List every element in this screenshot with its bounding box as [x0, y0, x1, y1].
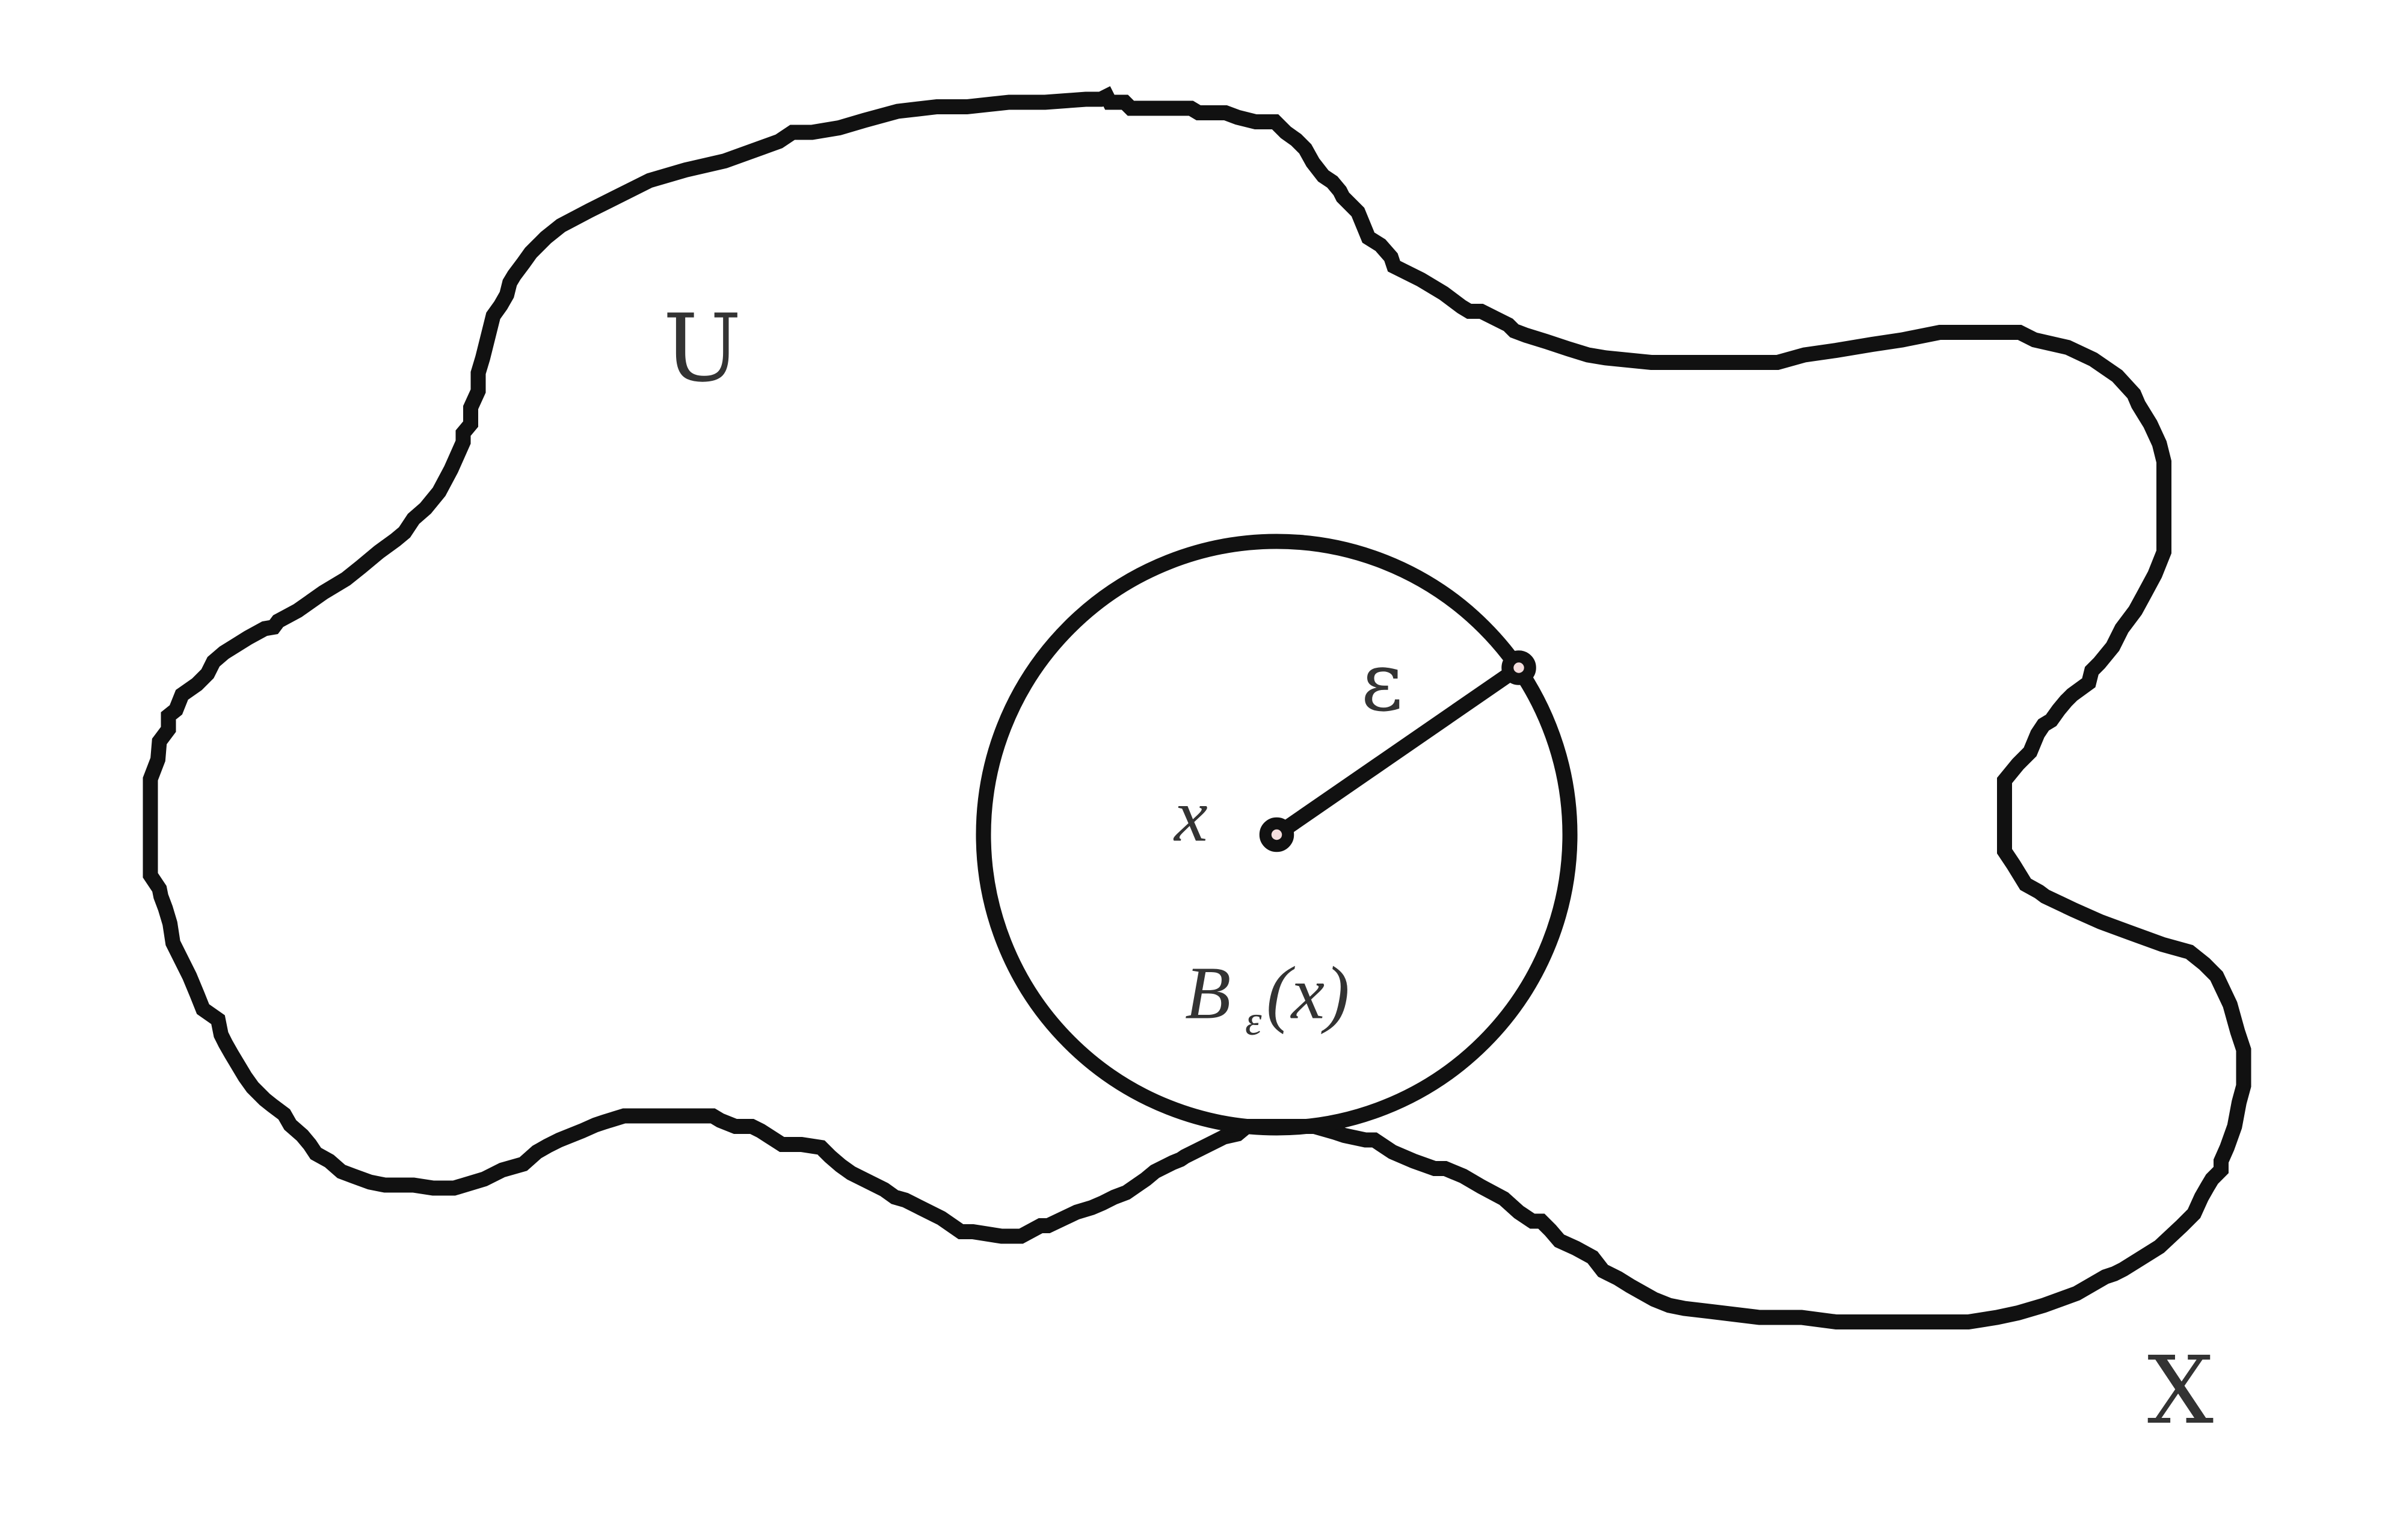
- ball-label-argument: (x): [1266, 952, 1350, 1035]
- ball-label-symbol: B: [1185, 952, 1231, 1035]
- epsilon-ball-boundary: [976, 534, 1578, 1136]
- set-u-label: U: [663, 294, 742, 403]
- center-x-label: x: [1173, 775, 1207, 858]
- ball-label: B ε (x): [1185, 952, 1350, 1045]
- set-u-boundary: [143, 86, 2251, 1329]
- space-x-label: X: [2147, 1336, 2214, 1445]
- radius-segment: [1272, 661, 1524, 841]
- ball-label-subscript: ε: [1245, 998, 1262, 1044]
- center-point: [1259, 817, 1294, 852]
- boundary-point: [1501, 650, 1536, 685]
- epsilon-label: ε: [1361, 635, 1403, 729]
